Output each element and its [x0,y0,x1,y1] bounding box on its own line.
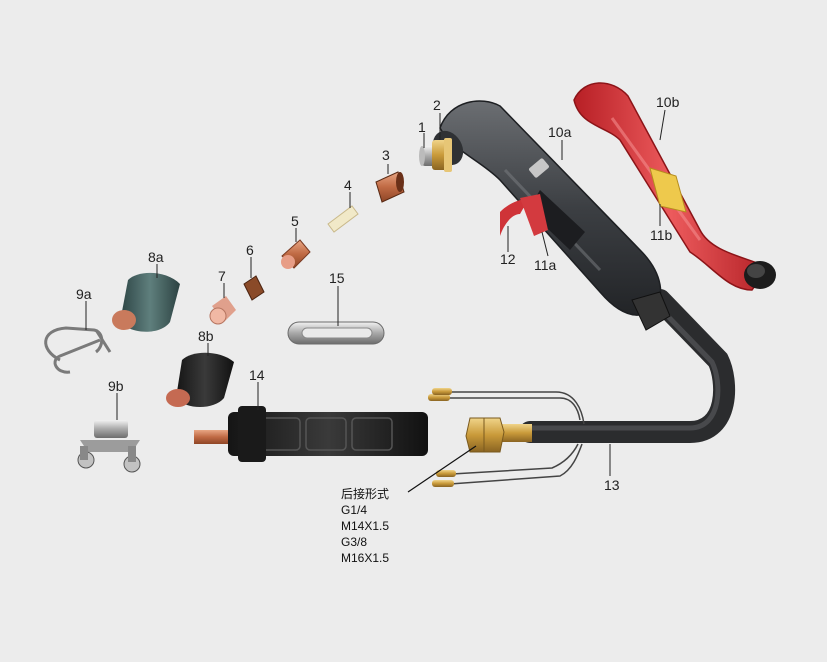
label-leader-lines [85,109,666,476]
connection-option-m16x1-5: M16X1.5 [341,551,390,565]
label-6: 6 [246,242,254,258]
label-5: 5 [291,213,299,229]
insulator-part-2 [432,138,452,172]
label-11a: 11a [534,257,557,273]
nozzle-part-5 [281,239,311,269]
shield-cup-part-8a [112,272,180,332]
label-13: 13 [604,477,620,493]
shield-cup-part-8b [166,352,234,407]
label-8a: 8a [148,249,164,265]
label-9b: 9b [108,378,124,394]
connection-leader-line [407,445,477,493]
spanner-part-15 [287,321,385,345]
cable-hose [428,289,736,487]
label-7: 7 [218,268,226,284]
label-10a: 10a [548,124,572,140]
label-14: 14 [249,367,265,383]
handle-grip-part-14 [194,406,428,462]
label-12: 12 [500,251,516,267]
label-1: 1 [418,119,426,135]
connection-option-g1-4: G1/4 [341,503,368,517]
connection-title: 后接形式 [341,487,390,501]
rear-connector-fitting [465,417,532,453]
label-15: 15 [329,270,345,286]
standoff-guide-part-9b [77,420,141,473]
standoff-guide-part-9a [44,326,112,374]
connection-option-m14x1-5: M14X1.5 [341,519,390,533]
nozzle-part-7 [209,296,236,325]
label-11b: 11b [650,227,673,243]
label-8b: 8b [198,328,214,344]
swirl-part-6 [243,275,265,301]
label-9a: 9a [76,286,92,302]
part-labels: 1 2 3 4 5 6 7 8a 8b 9a 9b 10a 10b 11a 11… [76,94,680,493]
label-4: 4 [344,177,352,193]
label-10b: 10b [656,94,680,110]
label-2: 2 [433,97,441,113]
label-3: 3 [382,147,390,163]
electrode-part-3 [375,171,405,203]
gas-tube-part-4 [327,205,359,233]
connection-type-block: 后接形式 G1/4 M14X1.5 G3/8 M16X1.5 [341,486,389,566]
torch-handle-10b [573,82,776,291]
connection-option-g3-8: G3/8 [341,535,368,549]
